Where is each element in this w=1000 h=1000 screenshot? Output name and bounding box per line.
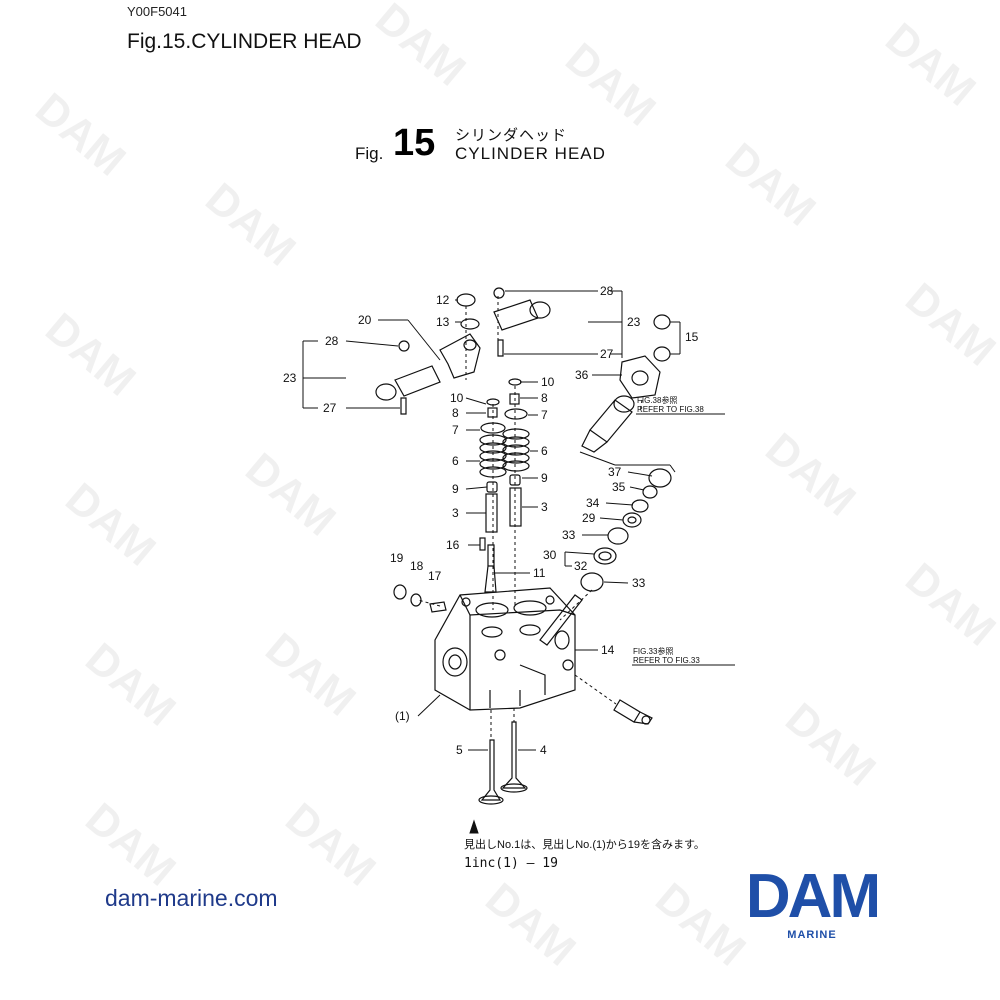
callout-1: (1) xyxy=(395,709,410,723)
logo-subtext: MARINE xyxy=(787,929,837,941)
callout-37: 37 xyxy=(608,465,622,479)
nozzle-retainer-bore xyxy=(631,370,649,386)
callout-4: 4 xyxy=(540,743,547,757)
rocker-arm-left xyxy=(375,340,441,415)
rocker-arm-right xyxy=(493,287,551,357)
figure-title-japanese: シリンダヘッド xyxy=(455,127,568,144)
nut xyxy=(653,314,671,330)
reference-fig38-ja: FIG.38参照 xyxy=(637,395,677,405)
callout-15: 15 xyxy=(685,330,699,344)
callout-14: 14 xyxy=(601,643,615,657)
callout-33: 33 xyxy=(632,576,646,590)
callout-23: 23 xyxy=(627,315,641,329)
reference-fig33-ja: FIG.33参照 xyxy=(633,646,673,656)
seal xyxy=(622,512,642,528)
logo-text: DAM xyxy=(745,862,881,931)
website-link[interactable]: dam-marine.com xyxy=(105,885,278,911)
stud-bolt-thread xyxy=(487,544,495,566)
callout-10: 10 xyxy=(541,375,555,389)
callout-19: 19 xyxy=(390,551,404,565)
nut xyxy=(653,346,671,362)
callout-27: 27 xyxy=(323,401,337,415)
diagram-parts xyxy=(375,287,672,805)
nozzle-retainer xyxy=(619,355,661,399)
reference-notes: FIG.38参照 REFER TO FIG.38 FIG.33参照 REFER … xyxy=(633,395,704,665)
callout-9: 9 xyxy=(452,482,459,496)
callout-28: 28 xyxy=(325,334,339,348)
document-code: Y00F5041 xyxy=(127,4,187,19)
o-ring xyxy=(648,468,672,488)
dam-marine-logo: DAM MARINE xyxy=(728,862,896,943)
valve-cap xyxy=(508,378,522,386)
cylinder-head-body xyxy=(434,587,576,711)
valve-guide xyxy=(485,493,498,533)
note-arrow-icon xyxy=(469,819,479,834)
callout-8: 8 xyxy=(452,406,459,420)
valve-spring xyxy=(502,408,530,472)
figure-number: 15 xyxy=(393,122,436,164)
callout-8: 8 xyxy=(541,391,548,405)
seal-bore xyxy=(627,516,637,524)
callout-33: 33 xyxy=(562,528,576,542)
note-includes: 1inc(1) ― 19 xyxy=(464,856,558,871)
callout-27: 27 xyxy=(600,347,614,361)
callout-3: 3 xyxy=(452,506,459,520)
callout-11: 11 xyxy=(533,566,546,580)
callout-3: 3 xyxy=(541,500,548,514)
callout-20: 20 xyxy=(358,313,372,327)
callout-13: 13 xyxy=(436,315,450,329)
temperature-sensor xyxy=(613,699,653,725)
plug xyxy=(429,601,447,613)
callout-10: 10 xyxy=(450,391,464,405)
callout-7: 7 xyxy=(541,408,548,422)
note-japanese: 見出しNo.1は、見出しNo.(1)から19を含みます。 xyxy=(464,839,705,851)
o-ring xyxy=(580,572,604,592)
valve-spring xyxy=(479,422,507,478)
nut xyxy=(393,584,407,600)
reference-fig38-en: REFER TO FIG.38 xyxy=(637,405,704,414)
callout-32: 32 xyxy=(574,559,588,573)
callout-6: 6 xyxy=(541,444,548,458)
pin xyxy=(479,537,486,551)
callout-labels: 12 13 20 28 23 27 28 23 27 15 36 10 10 8… xyxy=(283,284,699,757)
callout-5: 5 xyxy=(456,743,463,757)
callout-9: 9 xyxy=(541,471,548,485)
leader-lines xyxy=(302,290,735,751)
callout-6: 6 xyxy=(452,454,459,468)
callout-16: 16 xyxy=(446,538,460,552)
sleeve xyxy=(593,547,617,565)
callout-34: 34 xyxy=(586,496,600,510)
exhaust-valve xyxy=(500,721,528,793)
alignment-lines xyxy=(417,296,643,740)
callout-7: 7 xyxy=(452,423,459,437)
nut xyxy=(456,293,476,307)
reference-fig33-en: REFER TO FIG.33 xyxy=(633,656,700,665)
valve-stem-seal xyxy=(486,481,498,493)
callout-36: 36 xyxy=(575,368,589,382)
figure-prefix: Fig. xyxy=(355,144,384,163)
callout-30: 30 xyxy=(543,548,557,562)
stud-bolt xyxy=(484,565,497,593)
rocker-support-bore xyxy=(463,339,477,351)
figure-title-english: CYLINDER HEAD xyxy=(455,144,606,163)
fuel-injector xyxy=(581,395,635,453)
callout-23: 23 xyxy=(283,371,297,385)
intake-valve xyxy=(478,739,504,805)
callout-28: 28 xyxy=(600,284,614,298)
callout-17: 17 xyxy=(428,569,442,583)
washer xyxy=(460,318,480,330)
gasket xyxy=(642,485,658,499)
callout-18: 18 xyxy=(410,559,424,573)
callout-35: 35 xyxy=(612,480,626,494)
rocker-arm-support xyxy=(439,333,481,379)
sleeve-bore xyxy=(598,551,612,561)
callout-12: 12 xyxy=(436,293,450,307)
document-title: Fig.15.CYLINDER HEAD xyxy=(127,30,362,53)
gasket xyxy=(631,499,649,513)
washer xyxy=(410,593,422,607)
seal xyxy=(607,527,629,545)
callout-29: 29 xyxy=(582,511,596,525)
